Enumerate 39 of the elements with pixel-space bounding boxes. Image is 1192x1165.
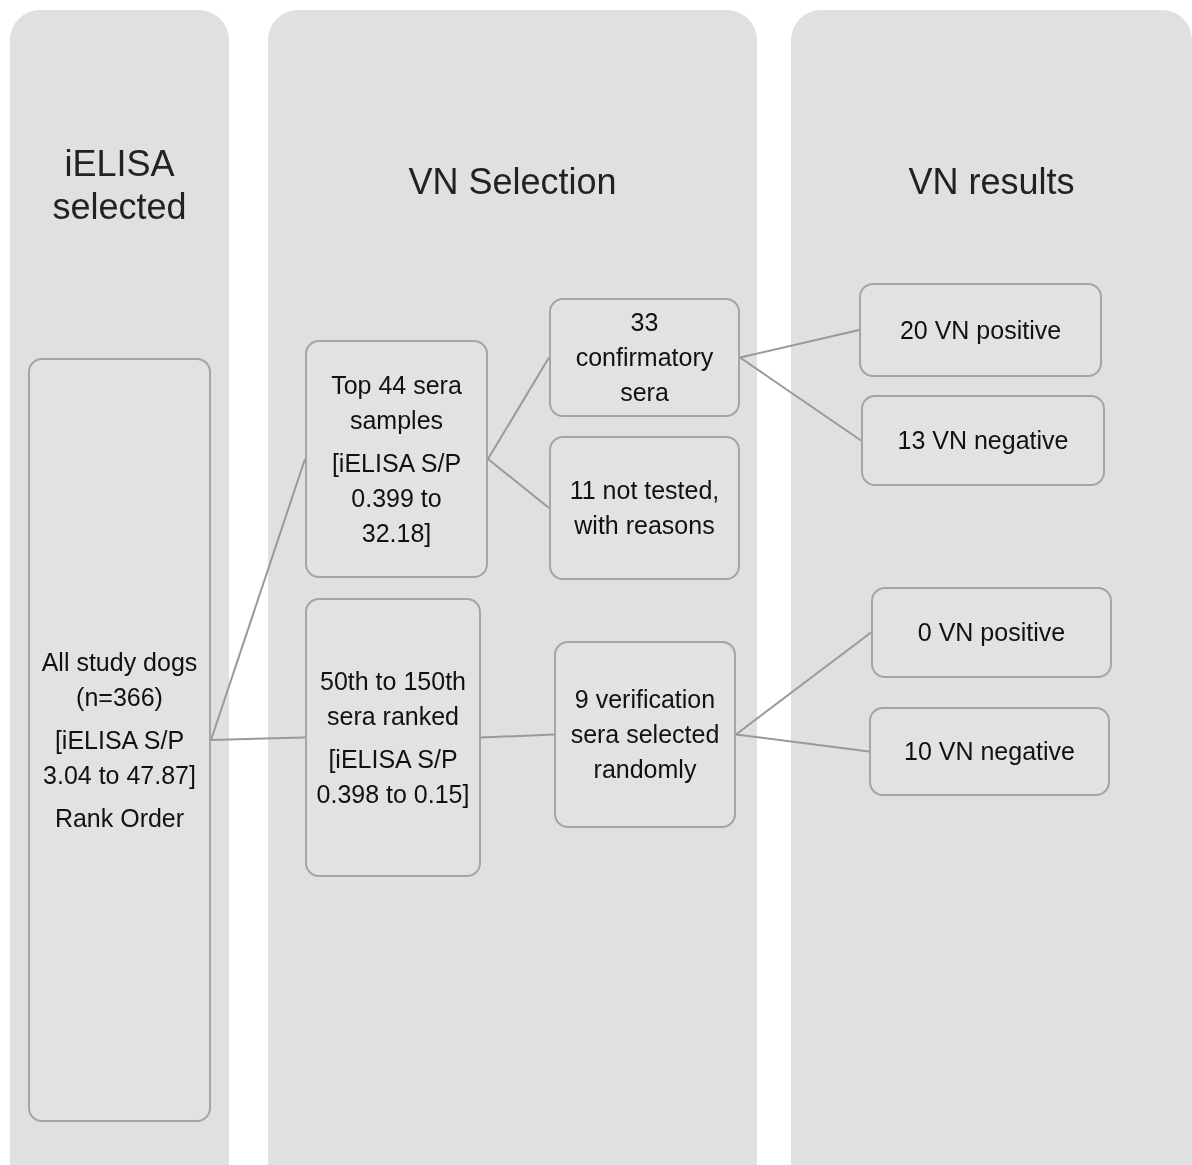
column-panel: [10, 10, 229, 1165]
connector-line: [487, 356, 550, 460]
process-box: [28, 358, 211, 1122]
connector-line: [735, 733, 870, 753]
connector-line: [739, 356, 862, 442]
process-box: [305, 598, 481, 877]
process-box: [869, 707, 1110, 796]
process-box: [549, 298, 740, 417]
column-heading: VN results: [907, 160, 1076, 204]
box-text: 13 VN negative: [897, 425, 1069, 456]
connector-line: [210, 736, 306, 741]
box-text: [iELISA S/P 0.398 to 0.15]: [315, 743, 471, 810]
process-box: [305, 340, 488, 578]
process-box: [859, 283, 1102, 377]
connector-line: [487, 458, 550, 509]
box-text: All study dogs (n=366): [40, 646, 199, 713]
connector-line: [480, 733, 555, 739]
box-text: 20 VN positive: [899, 314, 1062, 346]
box-text: 9 verification sera selected randomly: [569, 684, 721, 785]
process-box: [861, 395, 1105, 486]
column-heading: VN Selection: [407, 160, 618, 204]
box-text: [iELISA S/P 3.04 to 47.87]: [42, 724, 197, 791]
column-heading: iELISA selected: [51, 142, 188, 229]
connector-line: [735, 631, 872, 736]
box-text: Top 44 sera samples: [330, 369, 463, 436]
box-text: 0 VN positive: [917, 617, 1066, 648]
box-text: 10 VN negative: [904, 736, 1075, 767]
connector-line: [210, 458, 306, 741]
column-panel: [791, 10, 1192, 1165]
box-text: 50th to 150th sera ranked: [319, 665, 467, 732]
column-panel: [268, 10, 757, 1165]
process-box: [549, 436, 740, 580]
process-box: [554, 641, 736, 828]
box-text: 33 confirmatory sera: [574, 307, 715, 408]
box-text: Rank Order: [54, 802, 185, 834]
box-text: [iELISA S/P 0.399 to 32.18]: [330, 447, 463, 549]
process-box: [871, 587, 1112, 678]
box-text: 11 not tested, with reasons: [568, 475, 721, 541]
connector-line: [739, 329, 860, 359]
